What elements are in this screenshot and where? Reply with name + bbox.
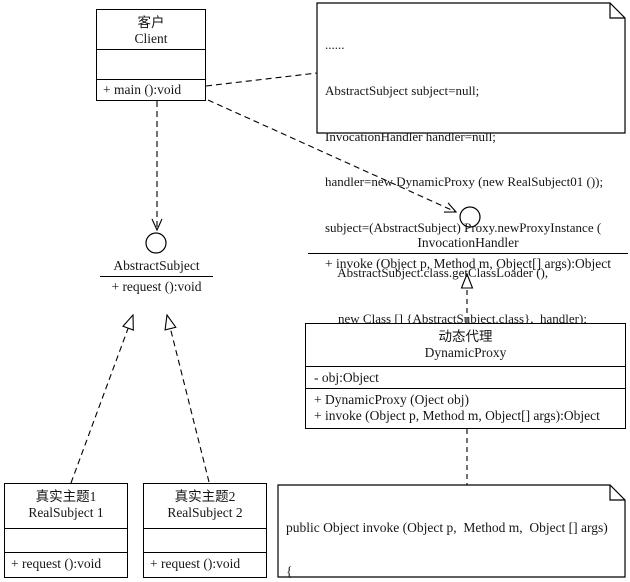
abstractsubject-name: AbstractSubject bbox=[100, 258, 213, 277]
dynamicproxy-method: + invoke (Object p, Method m, Object[] a… bbox=[314, 407, 600, 423]
code-line: { bbox=[286, 563, 293, 579]
realsubject2-method: + request ():void bbox=[150, 556, 241, 571]
interface-invocationhandler: InvocationHandler + invoke (Object p, Me… bbox=[308, 235, 628, 271]
abstractsubject-method: + request ():void bbox=[111, 279, 202, 294]
code-line: AbstractSubject.class.getClassLoader (), bbox=[325, 265, 549, 281]
note-anchor-client-code bbox=[205, 72, 318, 87]
code-line: InvocationHandler handler=null; bbox=[325, 128, 496, 144]
dependency-arrow-client-invocationhandler bbox=[207, 99, 456, 212]
client-attribute-compartment bbox=[97, 49, 205, 79]
code-line: handler=new DynamicProxy (new RealSubjec… bbox=[325, 174, 604, 190]
dynamicproxy-title-compartment: 动态代理 DynamicProxy bbox=[306, 324, 625, 366]
code-line: ...... bbox=[325, 37, 345, 53]
bottom-code-note: public Object invoke (Object p, Method m… bbox=[286, 491, 618, 582]
realsubject2-method-compartment: + request ():void bbox=[144, 552, 266, 577]
client-name-en: Client bbox=[134, 30, 168, 46]
invocationhandler-method: + invoke (Object p, Method m, Object[] a… bbox=[325, 256, 611, 271]
realsubject2-name-en: RealSubject 2 bbox=[167, 504, 243, 520]
realsubject1-method: + request ():void bbox=[11, 556, 102, 571]
client-title-compartment: 客户 Client bbox=[97, 10, 205, 49]
class-box-realsubject1: 真实主题1 RealSubject 1 + request ():void bbox=[4, 483, 128, 578]
realsubject1-method-compartment: + request ():void bbox=[5, 552, 127, 577]
realsubject1-name-cn: 真实主题1 bbox=[35, 489, 97, 504]
client-method-compartment: + main ():void bbox=[97, 79, 205, 100]
invocationhandler-lollipop-circle bbox=[459, 206, 481, 228]
realsubject2-title-compartment: 真实主题2 RealSubject 2 bbox=[144, 484, 266, 528]
bottom-code-note-shape bbox=[277, 484, 626, 578]
abstractsubject-lollipop-circle bbox=[145, 232, 167, 254]
realsubject1-name-en: RealSubject 1 bbox=[28, 504, 104, 520]
invocationhandler-name: InvocationHandler bbox=[308, 235, 628, 254]
client-name-cn: 客户 bbox=[137, 15, 165, 30]
class-box-dynamicproxy: 动态代理 DynamicProxy - obj:Object + Dynamic… bbox=[305, 323, 626, 429]
code-line: public Object invoke (Object p, Method m… bbox=[286, 519, 608, 535]
realization-arrow-realsubject2 bbox=[167, 315, 210, 483]
code-line: new Class [] {AbstractSubject.class}, ha… bbox=[325, 311, 587, 327]
client-method: + main ():void bbox=[103, 82, 182, 97]
realsubject1-title-compartment: 真实主题1 RealSubject 1 bbox=[5, 484, 127, 528]
dynamicproxy-name-cn: 动态代理 bbox=[438, 329, 493, 344]
class-box-client: 客户 Client + main ():void bbox=[96, 9, 206, 101]
realization-arrow-realsubject1 bbox=[70, 315, 133, 484]
dynamicproxy-method: + DynamicProxy (Oject obj) bbox=[314, 392, 469, 407]
dynamicproxy-method-compartment: + DynamicProxy (Oject obj) + invoke (Obj… bbox=[306, 388, 625, 428]
realsubject2-attribute-compartment bbox=[144, 528, 266, 552]
dynamicproxy-attribute: - obj:Object bbox=[314, 370, 379, 385]
dynamicproxy-attribute-compartment: - obj:Object bbox=[306, 366, 625, 388]
interface-abstractsubject: AbstractSubject + request ():void bbox=[100, 258, 213, 294]
class-box-realsubject2: 真实主题2 RealSubject 2 + request ():void bbox=[143, 483, 267, 578]
realsubject1-attribute-compartment bbox=[5, 528, 127, 552]
dynamicproxy-name-en: DynamicProxy bbox=[424, 344, 507, 360]
realsubject2-name-cn: 真实主题2 bbox=[174, 489, 236, 504]
code-line: subject=(AbstractSubject) Proxy.newProxy… bbox=[325, 219, 602, 235]
code-line: AbstractSubject subject=null; bbox=[325, 83, 480, 99]
top-code-note-shape bbox=[316, 2, 626, 134]
